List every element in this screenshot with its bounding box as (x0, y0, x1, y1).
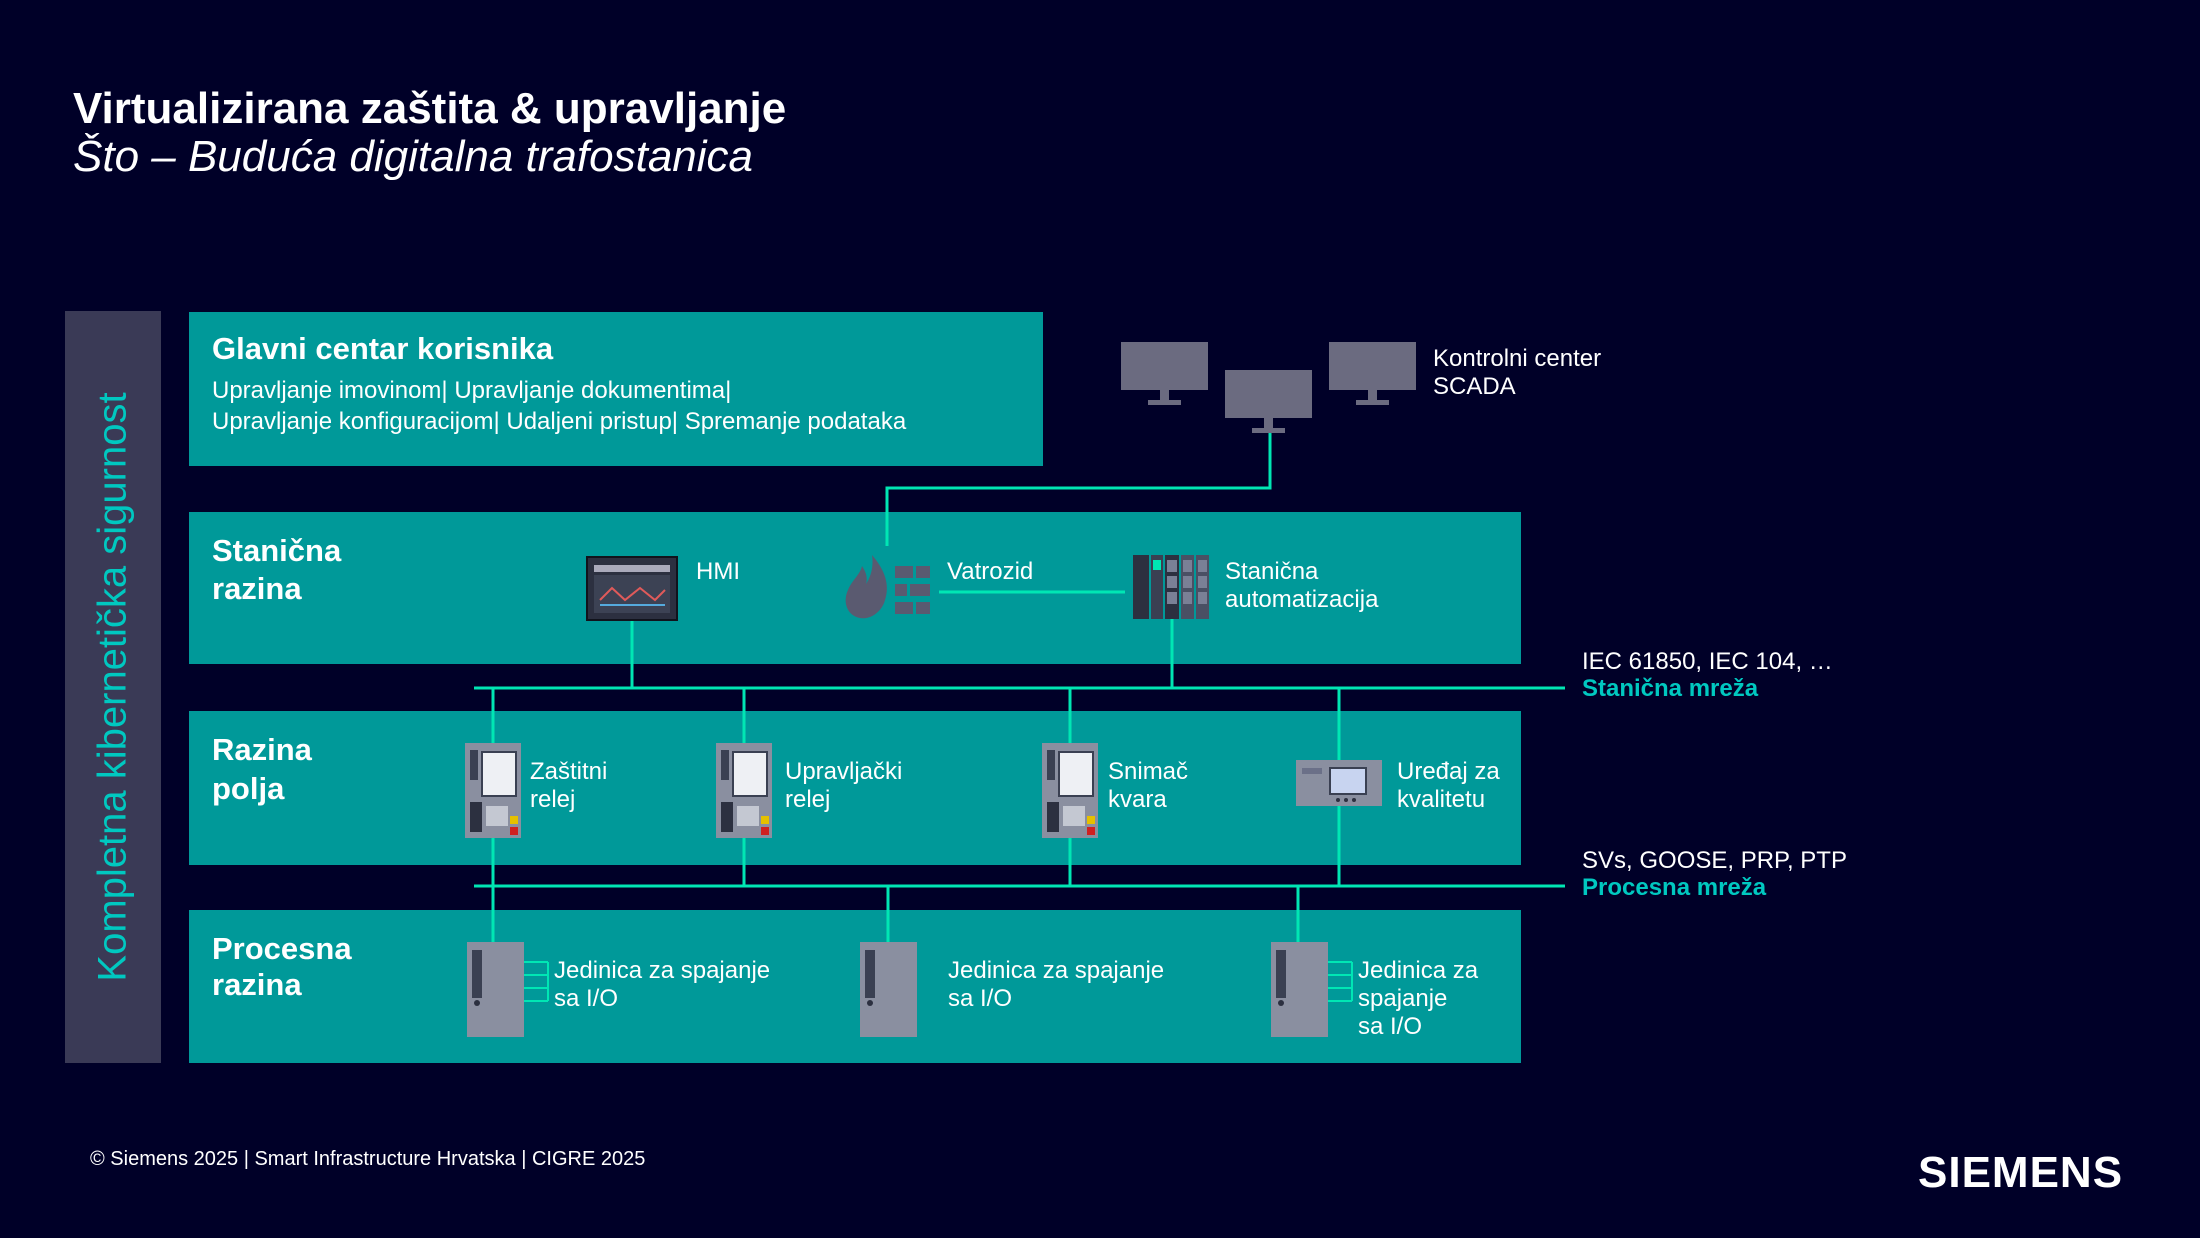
control-center-label-line1: Kontrolni center (1433, 345, 1602, 372)
firewall-label: Vatrozid (947, 558, 1034, 585)
scada-link (885, 432, 1272, 546)
station-automation-icon (1133, 555, 1209, 619)
process-level-title-line1: Procesna (212, 931, 352, 966)
page-title: Virtualizirana zaštita & upravljanje (73, 84, 787, 133)
station-network-name: Stanična mreža (1582, 675, 1759, 702)
station-level-title-line1: Stanična (212, 533, 342, 568)
hmi-icon (586, 556, 678, 621)
cybersecurity-sidebar: Kompletna kibernetička sigurnost (65, 311, 161, 1063)
main-center-line1: Upravljanje imovinom| Upravljanje dokume… (212, 377, 732, 404)
monitor-icon (1225, 370, 1312, 433)
firewall-icon (845, 555, 930, 619)
main-center-line2: Upravljanje konfiguracijom| Udaljeni pri… (212, 408, 907, 435)
fault-recorder-icon (1042, 743, 1098, 838)
monitor-icon (1329, 342, 1416, 405)
merging-unit-2-label-line2: sa I/O (948, 985, 1013, 1012)
control-relay-label-line2: relej (785, 786, 831, 813)
merging-unit-2-label-line1: Jedinica za spajanje (948, 957, 1165, 984)
merging-unit-1-label-line1: Jedinica za spajanje (554, 957, 771, 984)
control-relay-label-line1: Upravljački (785, 758, 903, 785)
bay-level-title-line1: Razina (212, 732, 312, 767)
fault-recorder-label-line1: Snimač (1108, 758, 1189, 785)
station-automation-label-line2: automatizacija (1225, 586, 1379, 613)
main-center-panel: Glavni centar korisnika Upravljanje imov… (189, 312, 1043, 466)
footer-copyright: © Siemens 2025 | Smart Infrastructure Hr… (90, 1148, 646, 1170)
control-center-label-line2: SCADA (1433, 373, 1516, 400)
power-quality-label-line1: Uređaj za (1397, 758, 1500, 785)
process-network-protocols: SVs, GOOSE, PRP, PTP (1582, 847, 1847, 874)
merging-unit-icon (467, 942, 549, 1037)
station-level-title-line2: razina (212, 571, 302, 606)
merging-unit-3-label-line3: sa I/O (1358, 1013, 1423, 1040)
monitor-icon (1121, 342, 1208, 405)
bay-level-title-line2: polja (212, 771, 285, 806)
merging-unit-3-label-line1: Jedinica za (1358, 957, 1479, 984)
power-quality-device-icon (1296, 760, 1382, 806)
protection-relay-label-line2: relej (530, 786, 576, 813)
process-level-title-line2: razina (212, 967, 302, 1002)
main-center-title: Glavni centar korisnika (212, 331, 554, 366)
process-network-name: Procesna mreža (1582, 874, 1767, 901)
merging-unit-icon (1271, 942, 1353, 1037)
siemens-logo: SIEMENS (1918, 1148, 2124, 1197)
merging-unit-3-label-line2: spajanje (1358, 985, 1448, 1012)
fault-recorder-label-line2: kvara (1108, 786, 1167, 813)
protection-relay-label-line1: Zaštitni (530, 758, 608, 785)
power-quality-label-line2: kvalitetu (1397, 786, 1486, 813)
merging-unit-icon (860, 942, 917, 1037)
station-automation-label-line1: Stanična (1225, 558, 1319, 585)
station-network-protocols: IEC 61850, IEC 104, … (1582, 648, 1833, 675)
control-relay-icon (716, 743, 772, 838)
protection-relay-icon (465, 743, 521, 838)
merging-unit-1-label-line2: sa I/O (554, 985, 619, 1012)
page-subtitle: Što – Buduća digitalna trafostanica (73, 132, 754, 181)
hmi-label: HMI (696, 558, 740, 585)
